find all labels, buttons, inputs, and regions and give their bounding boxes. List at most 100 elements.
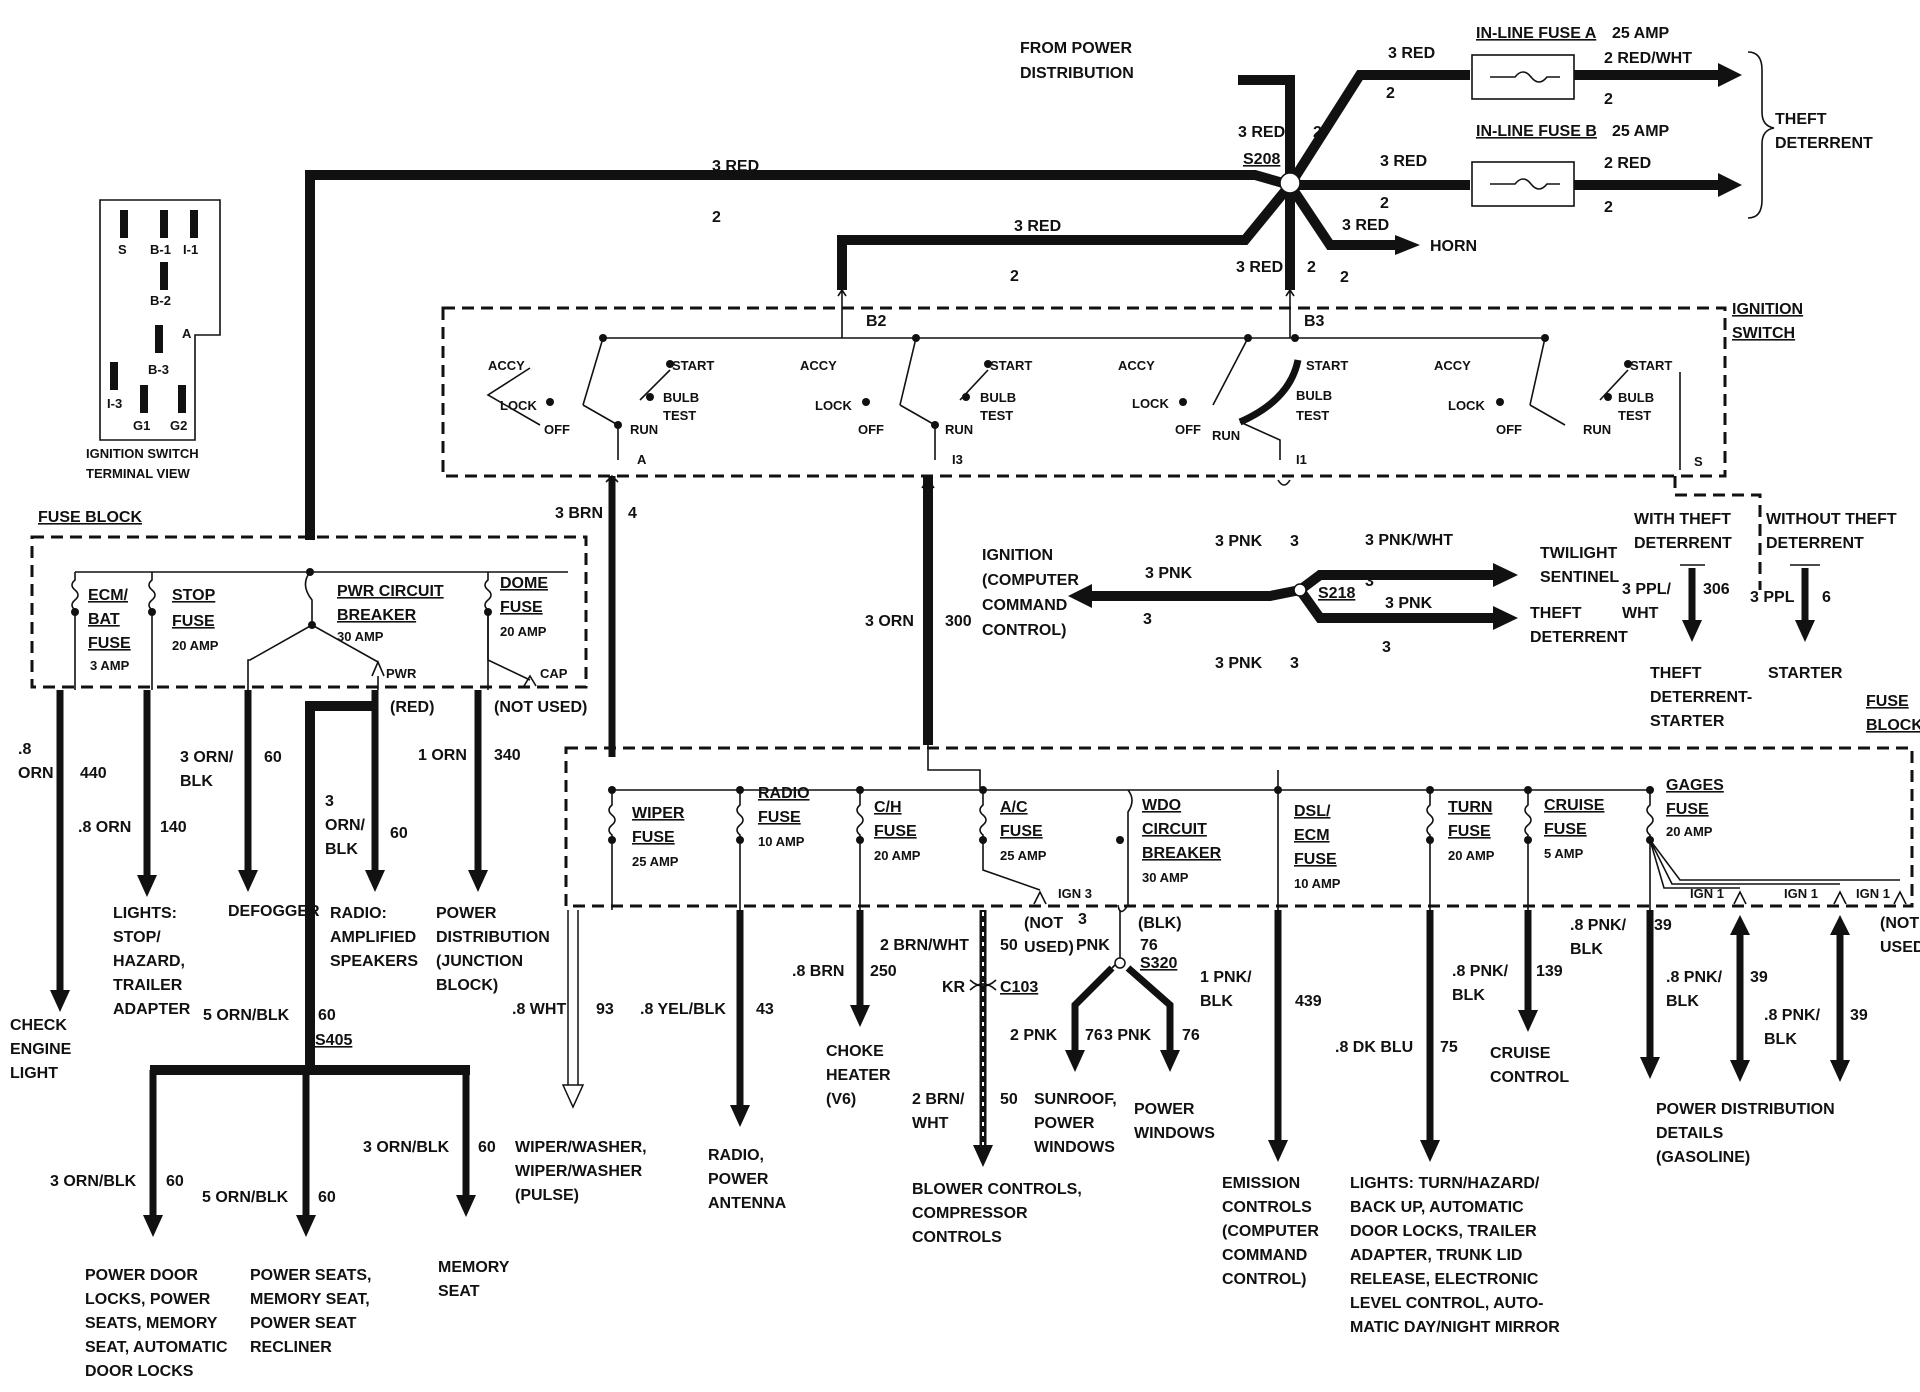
wire-2-b2: 2 xyxy=(1010,268,1019,285)
load-pdd-2: DETAILS xyxy=(1656,1125,1724,1142)
wire-3brn-num: 4 xyxy=(628,505,637,522)
wire-3pnk-wdo: 3 PNK xyxy=(1104,1027,1152,1044)
s320-label: S320 xyxy=(1140,955,1177,972)
load-choke-1: CHOKE xyxy=(826,1043,884,1060)
load-power-dist-3: (JUNCTION xyxy=(436,953,523,970)
wdo-breaker-1: WDO xyxy=(1142,797,1181,814)
load-check-engine-1: CHECK xyxy=(10,1017,67,1034)
load-check-engine-3: LIGHT xyxy=(10,1065,58,1082)
load-radio-1: RADIO: xyxy=(330,905,387,922)
wire-2-b3: 2 xyxy=(1307,259,1316,276)
fuse-turn-amp: 20 AMP xyxy=(1448,848,1495,863)
wire-93-num: 93 xyxy=(596,1001,614,1018)
wire-39c-num: 39 xyxy=(1850,1007,1868,1024)
fuse-dsl-1: DSL/ xyxy=(1294,803,1331,820)
terminal-b3: B3 xyxy=(1304,313,1325,330)
theft-deterrent-1: THEFT xyxy=(1775,111,1827,128)
load-lights-stop-2: STOP/ xyxy=(113,929,161,946)
wire-39c-1: .8 PNK/ xyxy=(1764,1007,1821,1024)
load-lights-stop-5: ADAPTER xyxy=(113,1001,191,1018)
fuse-ecm-3: FUSE xyxy=(88,635,131,652)
fuse-ch-1: C/H xyxy=(874,799,902,816)
pos-start-2: START xyxy=(990,358,1032,373)
twilight-2: SENTINEL xyxy=(1540,569,1619,586)
pin-g1: G1 xyxy=(133,418,150,433)
load-pwr-windows-1: POWER xyxy=(1134,1101,1195,1118)
from-power-label-1: FROM POWER xyxy=(1020,40,1132,57)
pos-accy-1: ACCY xyxy=(488,358,525,373)
wire-2-fb: 2 xyxy=(1604,199,1613,216)
ign1-label-b: IGN 1 xyxy=(1784,886,1818,901)
pin-s: S xyxy=(118,242,127,257)
wire-3ppl: 3 PPL xyxy=(1750,589,1795,606)
load-lights-turn-4: ADAPTER, TRUNK LID xyxy=(1350,1247,1522,1264)
wire-306: 306 xyxy=(1703,581,1730,598)
pos-run-3: RUN xyxy=(1212,428,1240,443)
load-blower-1: BLOWER CONTROLS, xyxy=(912,1181,1082,1198)
wire-440-1: .8 xyxy=(18,741,31,758)
fuse-stop-1: STOP xyxy=(172,587,216,604)
load-emission-5: CONTROL) xyxy=(1222,1271,1306,1288)
ignition-ccc-2: (COMPUTER xyxy=(982,572,1079,589)
wdo-3: 3 xyxy=(1078,911,1087,928)
fuse-ecm-amp: 3 AMP xyxy=(90,658,130,673)
wire-2-s208: 2 xyxy=(1313,124,1322,141)
load-lights-turn-6: LEVEL CONTROL, AUTO- xyxy=(1350,1295,1543,1312)
fuse-cruise-amp: 5 AMP xyxy=(1544,846,1584,861)
right-fuse-wires: .8 WHT 93 .8 YEL/BLK 43 .8 BRN 250 2 BRN… xyxy=(512,904,1868,1167)
pos-test-4: TEST xyxy=(1618,408,1651,423)
terminal-s: S xyxy=(1694,454,1703,469)
ignition-switch: B2 B3 ACCY START LOCK BULB TEST OFF RUN … xyxy=(441,288,1803,478)
wire-2red: 2 RED xyxy=(1604,155,1651,172)
load-check-engine-2: ENGINE xyxy=(10,1041,72,1058)
not-used-ac-1: (NOT xyxy=(1024,915,1063,932)
pos-run-4: RUN xyxy=(1583,422,1611,437)
wire-2-a: 2 xyxy=(1386,85,1395,102)
load-emission-2: CONTROLS xyxy=(1222,1199,1312,1216)
pos-off-4: OFF xyxy=(1496,422,1522,437)
fuse-gages-2: FUSE xyxy=(1666,801,1709,818)
cap-label: CAP xyxy=(540,666,568,681)
load-radio-2: AMPLIFIED xyxy=(330,929,416,946)
pos-bulb-3: BULB xyxy=(1296,388,1332,403)
wire-3red-b2: 3 RED xyxy=(1014,218,1061,235)
load-lights-turn-3: DOOR LOCKS, TRAILER xyxy=(1350,1223,1537,1240)
wire-3-a: 3 xyxy=(1290,533,1299,550)
without-theft-2: DETERRENT xyxy=(1766,535,1864,552)
theft-det-1: THEFT xyxy=(1530,605,1582,622)
load-wiper-2: WIPER/WASHER xyxy=(515,1163,643,1180)
pos-test-3: TEST xyxy=(1296,408,1329,423)
fuse-radio-2: FUSE xyxy=(758,809,801,826)
pos-lock-1: LOCK xyxy=(500,398,537,413)
pos-start-3: START xyxy=(1306,358,1348,373)
fuse-stop-2: FUSE xyxy=(172,613,215,630)
wire-3red-b: 3 RED xyxy=(1380,153,1427,170)
wire-75: .8 DK BLU xyxy=(1335,1039,1413,1056)
wire-76-a: 76 xyxy=(1085,1027,1103,1044)
load-radio-3: SPEAKERS xyxy=(330,953,418,970)
wire-door: 3 ORN/BLK xyxy=(50,1173,137,1190)
wire-440-num: 440 xyxy=(80,765,107,782)
not-used-label-left: (NOT USED) xyxy=(494,699,587,716)
load-sunroof-2: POWER xyxy=(1034,1115,1095,1132)
wire-43-num: 43 xyxy=(756,1001,774,1018)
terminal-i1: I1 xyxy=(1296,452,1307,467)
load-emission-1: EMISSION xyxy=(1222,1175,1300,1192)
wire-radio-2: ORN/ xyxy=(325,817,366,834)
left-fuse-wires: .8 ORN 440 .8 ORN 140 3 ORN/ BLK 60 3 OR… xyxy=(18,690,521,1237)
wire-defog-2: BLK xyxy=(180,773,213,790)
horn-label: HORN xyxy=(1430,238,1477,255)
ignition-switch-title-1: IGNITION xyxy=(1732,301,1803,318)
right-loads: WIPER/WASHER, WIPER/WASHER (PULSE) RADIO… xyxy=(515,1043,1835,1336)
wire-ac-2-1: 2 BRN/ xyxy=(912,1091,965,1108)
load-power-dist-1: POWER xyxy=(436,905,497,922)
ignition-ccc-3: COMMAND xyxy=(982,597,1067,614)
wire-ac-2-num: 50 xyxy=(1000,1091,1018,1108)
load-cruise-2: CONTROL xyxy=(1490,1069,1569,1086)
fuse-a-title: IN-LINE FUSE A xyxy=(1476,25,1597,42)
ignition-ccc-4: CONTROL) xyxy=(982,622,1066,639)
wire-5ornblk-num: 60 xyxy=(318,1007,336,1024)
fuse-dsl-3: FUSE xyxy=(1294,851,1337,868)
load-power-door-1: POWER DOOR xyxy=(85,1267,198,1284)
wire-3orn: 3 ORN xyxy=(865,613,914,630)
